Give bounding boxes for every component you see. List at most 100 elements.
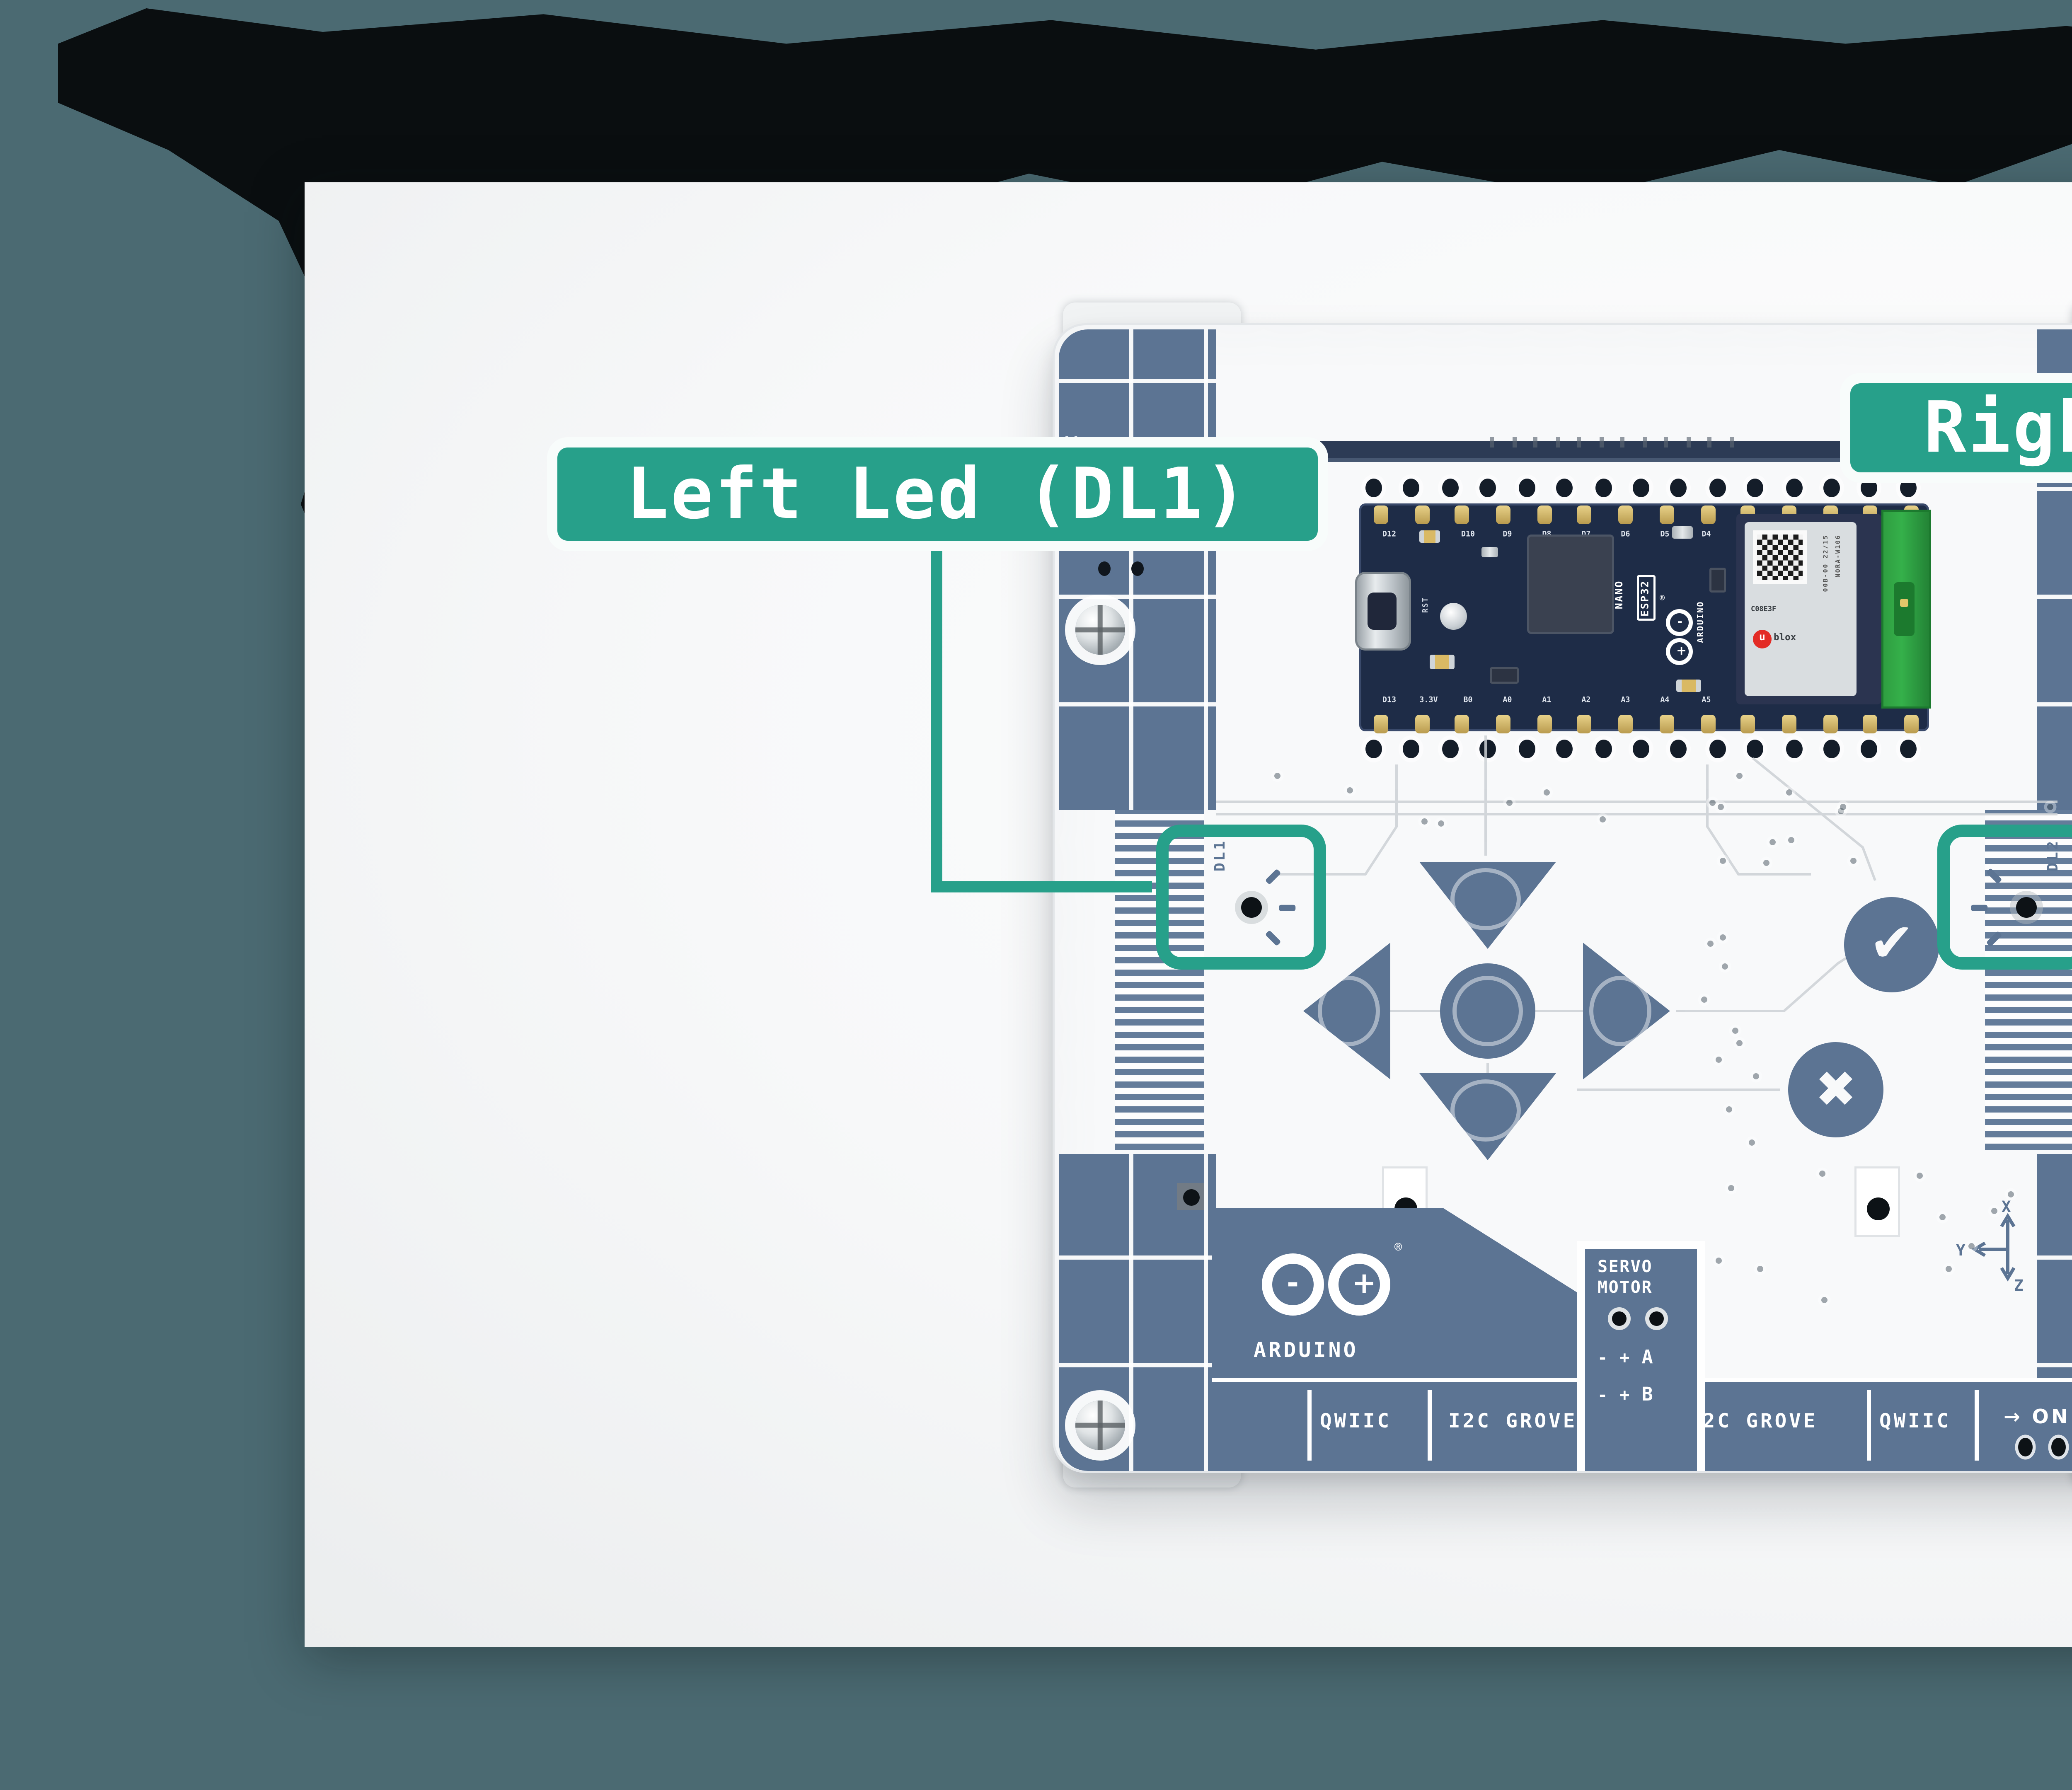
arduino-infinity-icon: + bbox=[1666, 638, 1693, 665]
figure-card: .CC bbox=[305, 182, 2072, 1647]
via-dot bbox=[2047, 804, 2054, 811]
cancel-button: ✖ bbox=[1788, 1042, 1883, 1137]
hole bbox=[1480, 740, 1497, 758]
ic-chip bbox=[1490, 667, 1519, 684]
power-arrow-icon: → bbox=[2004, 1407, 2023, 1430]
servo-row-b: - + B bbox=[1598, 1386, 1654, 1407]
pin bbox=[1578, 715, 1593, 733]
pin-label: D12 bbox=[1382, 529, 1397, 538]
esp32-chip bbox=[1527, 535, 1614, 634]
via-dot bbox=[1719, 858, 1726, 864]
reset-button bbox=[1440, 603, 1467, 630]
dash bbox=[1620, 437, 1624, 448]
usb-c-connector bbox=[1355, 572, 1411, 651]
dash bbox=[1555, 437, 1559, 448]
pin-label: A0 bbox=[1503, 694, 1513, 704]
via-dot bbox=[1731, 1028, 1738, 1034]
dpad-center-button bbox=[1440, 963, 1535, 1059]
dash bbox=[1533, 437, 1537, 448]
via-dot bbox=[1725, 1105, 1731, 1112]
hole bbox=[1709, 479, 1726, 497]
hole bbox=[1442, 479, 1459, 497]
capacitor bbox=[1672, 526, 1693, 539]
pin bbox=[1863, 715, 1878, 733]
via-dot bbox=[1769, 839, 1776, 846]
dash bbox=[1729, 437, 1733, 448]
capacitor bbox=[1481, 547, 1498, 557]
via-dot bbox=[1722, 963, 1729, 970]
hole bbox=[1594, 479, 1611, 497]
confirm-button: ✔ bbox=[1844, 897, 1939, 992]
i2c-grove-right-label: I2C GROVE bbox=[1689, 1411, 1818, 1434]
hole bbox=[1823, 740, 1840, 758]
pin bbox=[1740, 715, 1755, 733]
axis-x-label: X bbox=[2002, 1197, 2011, 1216]
pin bbox=[1618, 506, 1633, 524]
header-holes-bottom bbox=[1365, 740, 1917, 758]
qwiic-right-label: QWIIC bbox=[1879, 1411, 1951, 1434]
via-dot bbox=[1737, 1040, 1743, 1046]
pin bbox=[1374, 715, 1388, 733]
hole bbox=[1518, 479, 1535, 497]
hole bbox=[1747, 479, 1764, 497]
logo-registered-mark: ® bbox=[1394, 1241, 1402, 1255]
hole bbox=[1365, 740, 1382, 758]
power-hole bbox=[2051, 1438, 2066, 1456]
via-dot bbox=[1940, 1213, 1946, 1219]
hole bbox=[1709, 740, 1726, 758]
pin bbox=[1659, 506, 1674, 524]
i2c-grove-left-label: I2C GROVE bbox=[1448, 1411, 1578, 1434]
pin-label: D4 bbox=[1700, 529, 1710, 538]
pin bbox=[1822, 715, 1837, 733]
capacitor bbox=[1419, 530, 1440, 543]
via-dot bbox=[1714, 1055, 1721, 1062]
pin-label: D10 bbox=[1461, 529, 1475, 538]
left-led-callout-label: Left Led (DL1) bbox=[547, 437, 1328, 551]
screw-bottom-left bbox=[1075, 1401, 1125, 1450]
via-dot bbox=[1421, 819, 1428, 826]
nano-esp32-board: D12D11D10D9D8D7D6D5D4D3D2RSTRX0TX1 D133.… bbox=[1355, 503, 1931, 733]
mount-hole bbox=[1131, 561, 1144, 576]
pin-label: D5 bbox=[1661, 529, 1670, 538]
hole bbox=[1785, 479, 1802, 497]
u-blox-logo-icon: u bbox=[1753, 630, 1772, 648]
qwiic-left-label: QWIIC bbox=[1320, 1411, 1392, 1434]
axis-y-label: Y bbox=[1956, 1241, 1965, 1259]
pin bbox=[1537, 506, 1552, 524]
pin bbox=[1700, 506, 1715, 524]
servo-connector-hole bbox=[1608, 1307, 1631, 1330]
right-led-callout-label: Right Led (DL2) bbox=[1840, 373, 2072, 483]
pin bbox=[1414, 715, 1429, 733]
right-led-highlight-box bbox=[1937, 825, 2072, 970]
via-dot bbox=[1818, 1171, 1825, 1177]
qr-code bbox=[1753, 530, 1807, 584]
hole bbox=[1442, 740, 1459, 758]
hole bbox=[1632, 740, 1649, 758]
hole bbox=[1632, 479, 1649, 497]
dash bbox=[1511, 437, 1516, 448]
dash bbox=[1490, 437, 1494, 448]
via-dot bbox=[1717, 804, 1724, 811]
capacitor bbox=[1676, 680, 1701, 692]
screw-top-left bbox=[1075, 605, 1125, 655]
pin bbox=[1537, 715, 1552, 733]
dash bbox=[1685, 437, 1690, 448]
via-dot bbox=[1507, 799, 1513, 806]
pin-label: A2 bbox=[1582, 694, 1592, 704]
via-dot bbox=[1716, 1257, 1722, 1263]
capacitor bbox=[1430, 655, 1455, 669]
via-dot bbox=[1719, 934, 1726, 940]
hole bbox=[1518, 740, 1535, 758]
pin bbox=[1374, 506, 1388, 524]
band-divider bbox=[1867, 1390, 1871, 1461]
solder-dash-row bbox=[1490, 416, 1751, 448]
registered-mark: ® bbox=[1660, 593, 1665, 603]
module-code: C08E3F bbox=[1751, 605, 1777, 613]
mount-pad bbox=[1854, 1166, 1900, 1237]
servo-row-a: - + A bbox=[1598, 1349, 1654, 1369]
power-hole bbox=[2018, 1438, 2033, 1456]
pin-label: B0 bbox=[1463, 694, 1473, 704]
pin bbox=[1700, 715, 1715, 733]
arduino-infinity-icon: - bbox=[1666, 609, 1693, 636]
